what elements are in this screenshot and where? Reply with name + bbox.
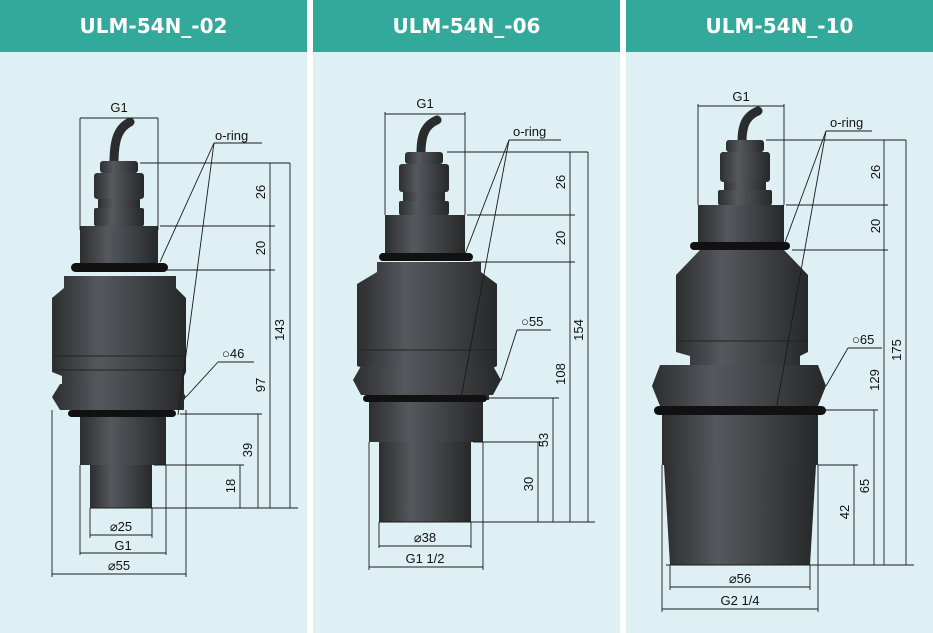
dim-thread: G2 1/4 (720, 593, 759, 608)
dim-d-body: ⌀55 (108, 558, 130, 573)
sensor-drawing-06: G1 o-ring 26 20 154 ○55 108 53 30 (353, 96, 595, 570)
dim-top-thread: G1 (416, 96, 433, 111)
o-ring-label: o-ring (830, 115, 863, 130)
dim-26: 26 (868, 165, 883, 179)
dim-lower: 53 (536, 433, 551, 447)
sensor-drawing-10: G1 o-ring 26 20 175 ○65 129 65 42 (652, 89, 914, 612)
dim-26: 26 (253, 185, 268, 199)
hex-nut (652, 365, 826, 406)
panel-title: ULM-54N_-10 (626, 0, 933, 52)
o-ring-label: o-ring (215, 128, 248, 143)
upper-body (385, 215, 465, 255)
upper-body (80, 226, 158, 264)
dim-body: 108 (553, 363, 568, 385)
cable-gland (726, 140, 764, 152)
dim-tip: 42 (837, 505, 852, 519)
dim-top-thread: G1 (732, 89, 749, 104)
dim-d-tip: ⌀25 (110, 519, 132, 534)
thread-section (80, 417, 166, 465)
cable-gland (100, 161, 138, 173)
dim-total: 175 (889, 339, 904, 361)
dim-thread: G1 1/2 (405, 551, 444, 566)
panel-ulm-54n-02: ULM-54N_-02 (0, 0, 307, 633)
dim-tip: 18 (223, 479, 238, 493)
cable (737, 106, 763, 147)
dim-d-tip: ⌀38 (414, 530, 436, 545)
dim-body: 97 (253, 378, 268, 392)
o-ring-top (379, 253, 473, 261)
o-ring-bottom (654, 406, 826, 415)
dim-body: 129 (867, 369, 882, 391)
dim-lower: 39 (240, 443, 255, 457)
hex-nut (52, 384, 186, 410)
panel-title: ULM-54N_-02 (0, 0, 307, 52)
gland-nut (399, 164, 449, 192)
dim-20: 20 (868, 219, 883, 233)
o-ring-label: o-ring (513, 124, 546, 139)
gland-nut (720, 152, 770, 182)
dim-nut: ○46 (222, 346, 244, 361)
dim-thread: G1 (114, 538, 131, 553)
dim-nut: ○55 (521, 314, 543, 329)
o-ring-top (690, 242, 790, 250)
sensor-drawing-02: G1 o-ring 26 20 143 ○46 97 39 18 (51, 100, 298, 577)
transducer-tip (90, 465, 152, 508)
panel-ulm-54n-06: ULM-54N_-06 G1 o-ring (313, 0, 620, 633)
dim-20: 20 (253, 241, 268, 255)
cable (416, 115, 442, 158)
dim-nut: ○65 (852, 332, 874, 347)
dim-top-thread: G1 (110, 100, 127, 115)
panel-ulm-54n-10: ULM-54N_-10 G1 o-ring (626, 0, 933, 633)
o-ring-bottom (363, 395, 487, 402)
dim-d-tip: ⌀56 (729, 571, 751, 586)
dim-20: 20 (553, 231, 568, 245)
hex-nut (353, 366, 501, 395)
o-ring-top (71, 263, 168, 272)
dim-26: 26 (553, 175, 568, 189)
gland-nut (94, 173, 144, 199)
upper-body (698, 205, 784, 243)
cable-gland (405, 152, 443, 164)
thread-section (369, 402, 483, 442)
dim-total: 143 (272, 319, 287, 341)
main-body (52, 276, 186, 410)
cable (109, 117, 135, 168)
dim-total: 154 (571, 319, 586, 341)
dim-tip: 30 (521, 477, 536, 491)
main-body (357, 262, 497, 400)
thread-section (662, 415, 818, 465)
transducer-tip (379, 442, 471, 522)
main-body (676, 250, 808, 365)
o-ring-bottom (68, 410, 176, 417)
panel-title: ULM-54N_-06 (313, 0, 620, 52)
dim-lower: 65 (857, 479, 872, 493)
transducer-tip (664, 465, 816, 565)
